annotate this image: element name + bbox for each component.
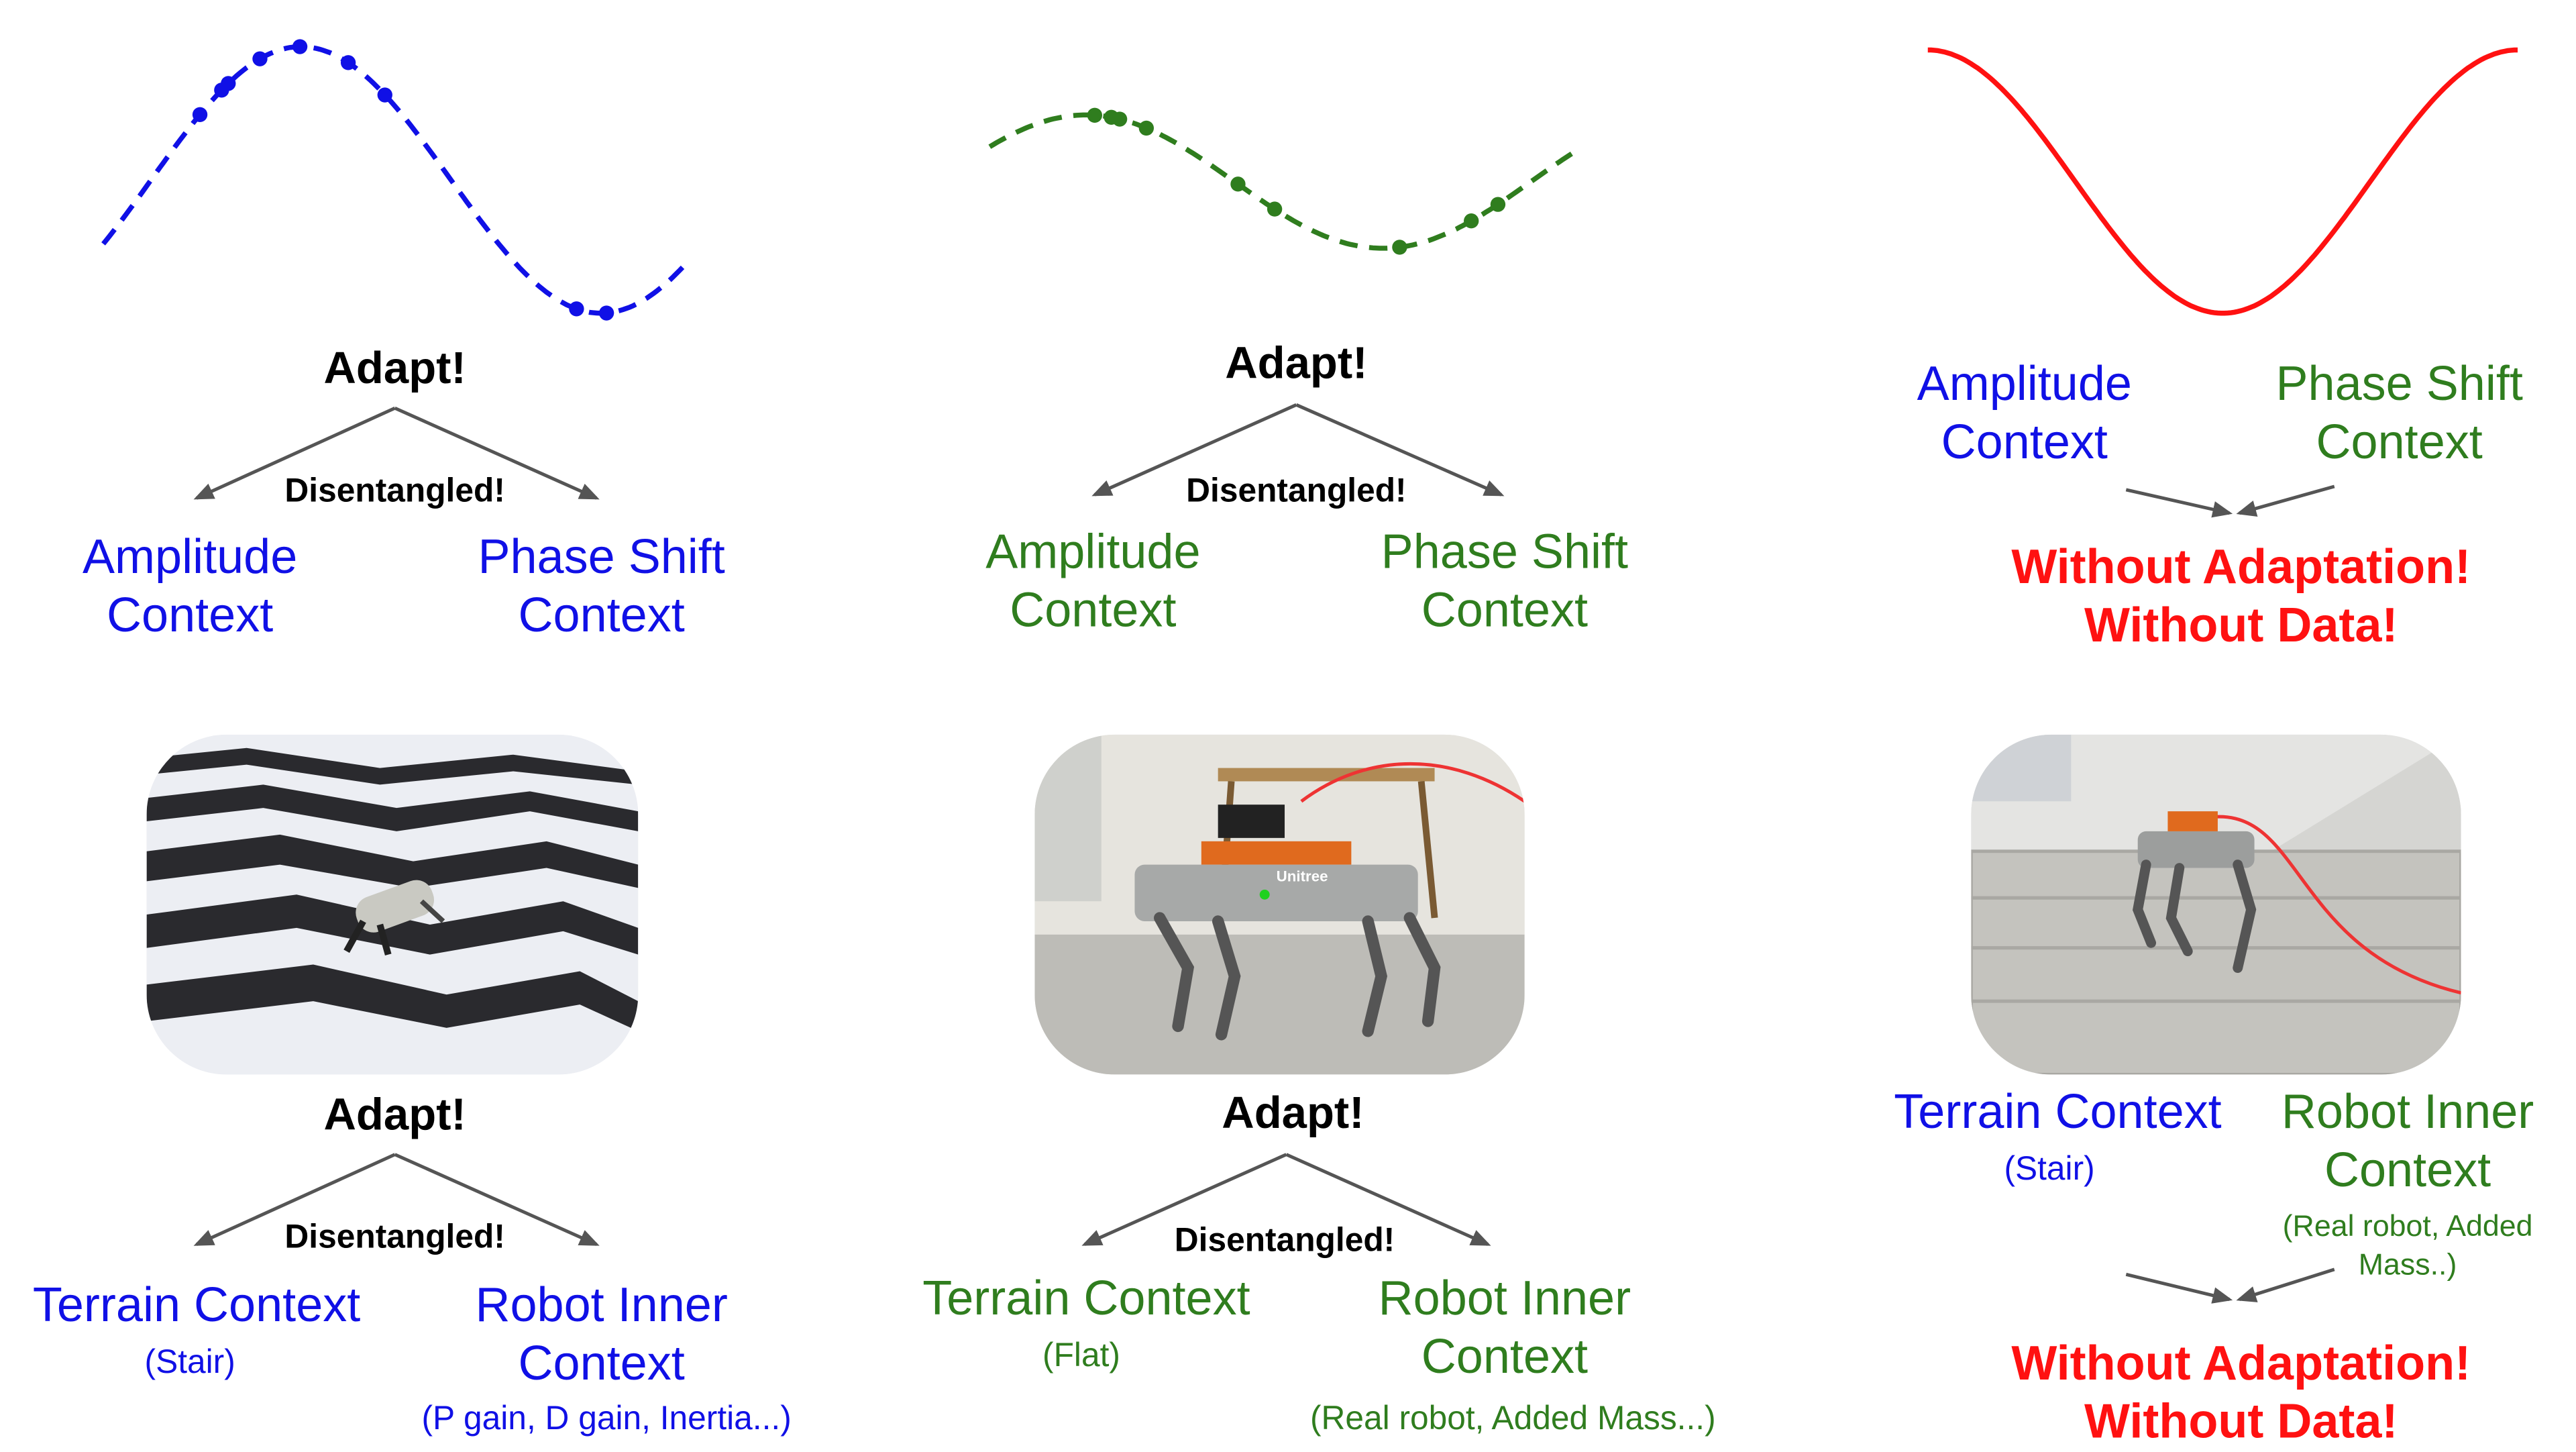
label-line: Amplitude [82,531,298,585]
green-data-points [1087,107,1506,255]
bottom2-terrain-context: Terrain Context [922,1272,1250,1327]
data-point [292,39,308,54]
top2-right-arrow [1295,403,1505,497]
top2-phase-shift-context: Phase Shift Context [1381,525,1628,641]
top1-amplitude-context: Amplitude Context [83,530,297,646]
label-line: Phase Shift [2275,358,2523,412]
green-sine-curve [988,112,1581,251]
label-line: Mass..) [2358,1247,2457,1281]
label-line: Without Data! [2084,599,2398,653]
label-line: Context [518,1337,685,1391]
bottom3-right-merge-arrow [2236,1267,2335,1302]
real-robot-flat-image: Unitree [1034,734,1525,1075]
data-point [598,305,614,321]
label-line: Without Adaptation! [2011,1337,2471,1392]
data-point [340,55,356,70]
bottom2-robot-inner-context: Robot Inner Context [1379,1271,1631,1387]
bottom3-without-adaptation-result: Without Adaptation! Without Data! [2011,1336,2471,1452]
simulated-robot [343,880,445,955]
top1-right-arrow [394,407,600,500]
red-sine-curve [1927,47,2518,316]
label-line: Robot Inner [1378,1272,1631,1327]
blue-sine-curve [101,44,692,316]
label-line: Context [1010,584,1177,638]
bottom3-robot-inner-context: Robot Inner Context [2282,1084,2534,1200]
bottom2-right-arrow [1285,1153,1491,1246]
top2-left-arrow [1091,403,1297,497]
bottom1-terrain-sub: (Stair) [144,1344,235,1382]
top1-left-arrow [193,407,396,500]
robot-flat-drawing: Unitree [1034,734,1525,1075]
bottom1-terrain-context: Terrain Context [32,1279,361,1333]
label-line: (Real robot, Added [2282,1209,2533,1243]
data-point [1138,120,1155,136]
data-point [1464,213,1479,229]
bottom3-left-merge-arrow [2125,1272,2233,1304]
bottom1-disentangled-label: Disentangled! [284,1219,505,1257]
label-line: Amplitude [985,526,1201,580]
label-line: Context [2316,416,2483,470]
bottom3-terrain-sub: (Stair) [2004,1151,2095,1188]
data-point [1087,107,1103,123]
data-point [1112,111,1128,127]
label-line: Context [1941,416,2108,470]
label-line: Phase Shift [1381,526,1629,580]
top2-adapt-label: Adapt! [1225,338,1368,388]
data-point [1392,240,1407,255]
bottom3-robot-inner-sub: (Real robot, Added Mass..) [2283,1208,2533,1283]
top3-without-adaptation-result: Without Adaptation! Without Data! [2011,539,2471,656]
top3-left-merge-arrow [2125,488,2233,518]
bottom2-disentangled-label: Disentangled! [1174,1223,1395,1259]
simulation-stair-terrain-image [146,734,639,1075]
blue-data-points [192,39,614,321]
label-line: Amplitude [1917,358,2132,412]
top2-disentangled-label: Disentangled! [1186,473,1407,510]
top3-amplitude-context: Amplitude Context [1917,356,2132,472]
bottom1-robot-inner-sub: (P gain, D gain, Inertia...) [421,1401,792,1438]
label-line: Context [1421,1331,1589,1384]
bottom2-robot-inner-sub: (Real robot, Added Mass...) [1309,1401,1716,1438]
label-line: Context [107,589,274,643]
bottom3-terrain-context: Terrain Context [1894,1086,2222,1140]
bottom2-left-arrow [1081,1153,1287,1246]
bottom2-adapt-label: Adapt! [1222,1088,1364,1138]
data-point [569,301,584,317]
data-point [252,51,268,66]
top2-amplitude-context: Amplitude Context [985,525,1200,641]
label-line: Robot Inner [2281,1086,2534,1140]
data-point [377,87,392,103]
bottom1-adapt-label: Adapt! [323,1089,466,1140]
data-point [1230,176,1246,192]
robot-logo: Unitree [1277,868,1328,884]
data-point [1267,201,1283,217]
label-line: Phase Shift [478,531,725,585]
label-line: Context [1421,584,1589,638]
label-line: Context [518,589,685,643]
bottom1-right-arrow [394,1153,600,1246]
top3-phase-shift-context: Phase Shift Context [2275,356,2522,472]
label-line: Context [2324,1144,2491,1198]
data-point [1490,197,1506,212]
bottom2-terrain-sub: (Flat) [1042,1337,1120,1375]
label-line: Without Data! [2084,1396,2398,1449]
real-robot-stair-image [1971,734,2461,1075]
data-point [221,76,236,91]
robot-stair-drawing [1971,734,2461,1075]
top3-right-merge-arrow [2236,484,2335,517]
label-line: Robot Inner [475,1279,728,1333]
top1-disentangled-label: Disentangled! [284,473,505,510]
terrain-drawing [146,734,639,1075]
label-line: Without Adaptation! [2011,541,2471,595]
bottom1-left-arrow [193,1153,396,1246]
bottom1-robot-inner-context: Robot Inner Context [475,1278,727,1394]
top1-adapt-label: Adapt! [323,343,466,393]
top1-phase-shift-context: Phase Shift Context [478,530,724,646]
data-point [192,107,208,122]
